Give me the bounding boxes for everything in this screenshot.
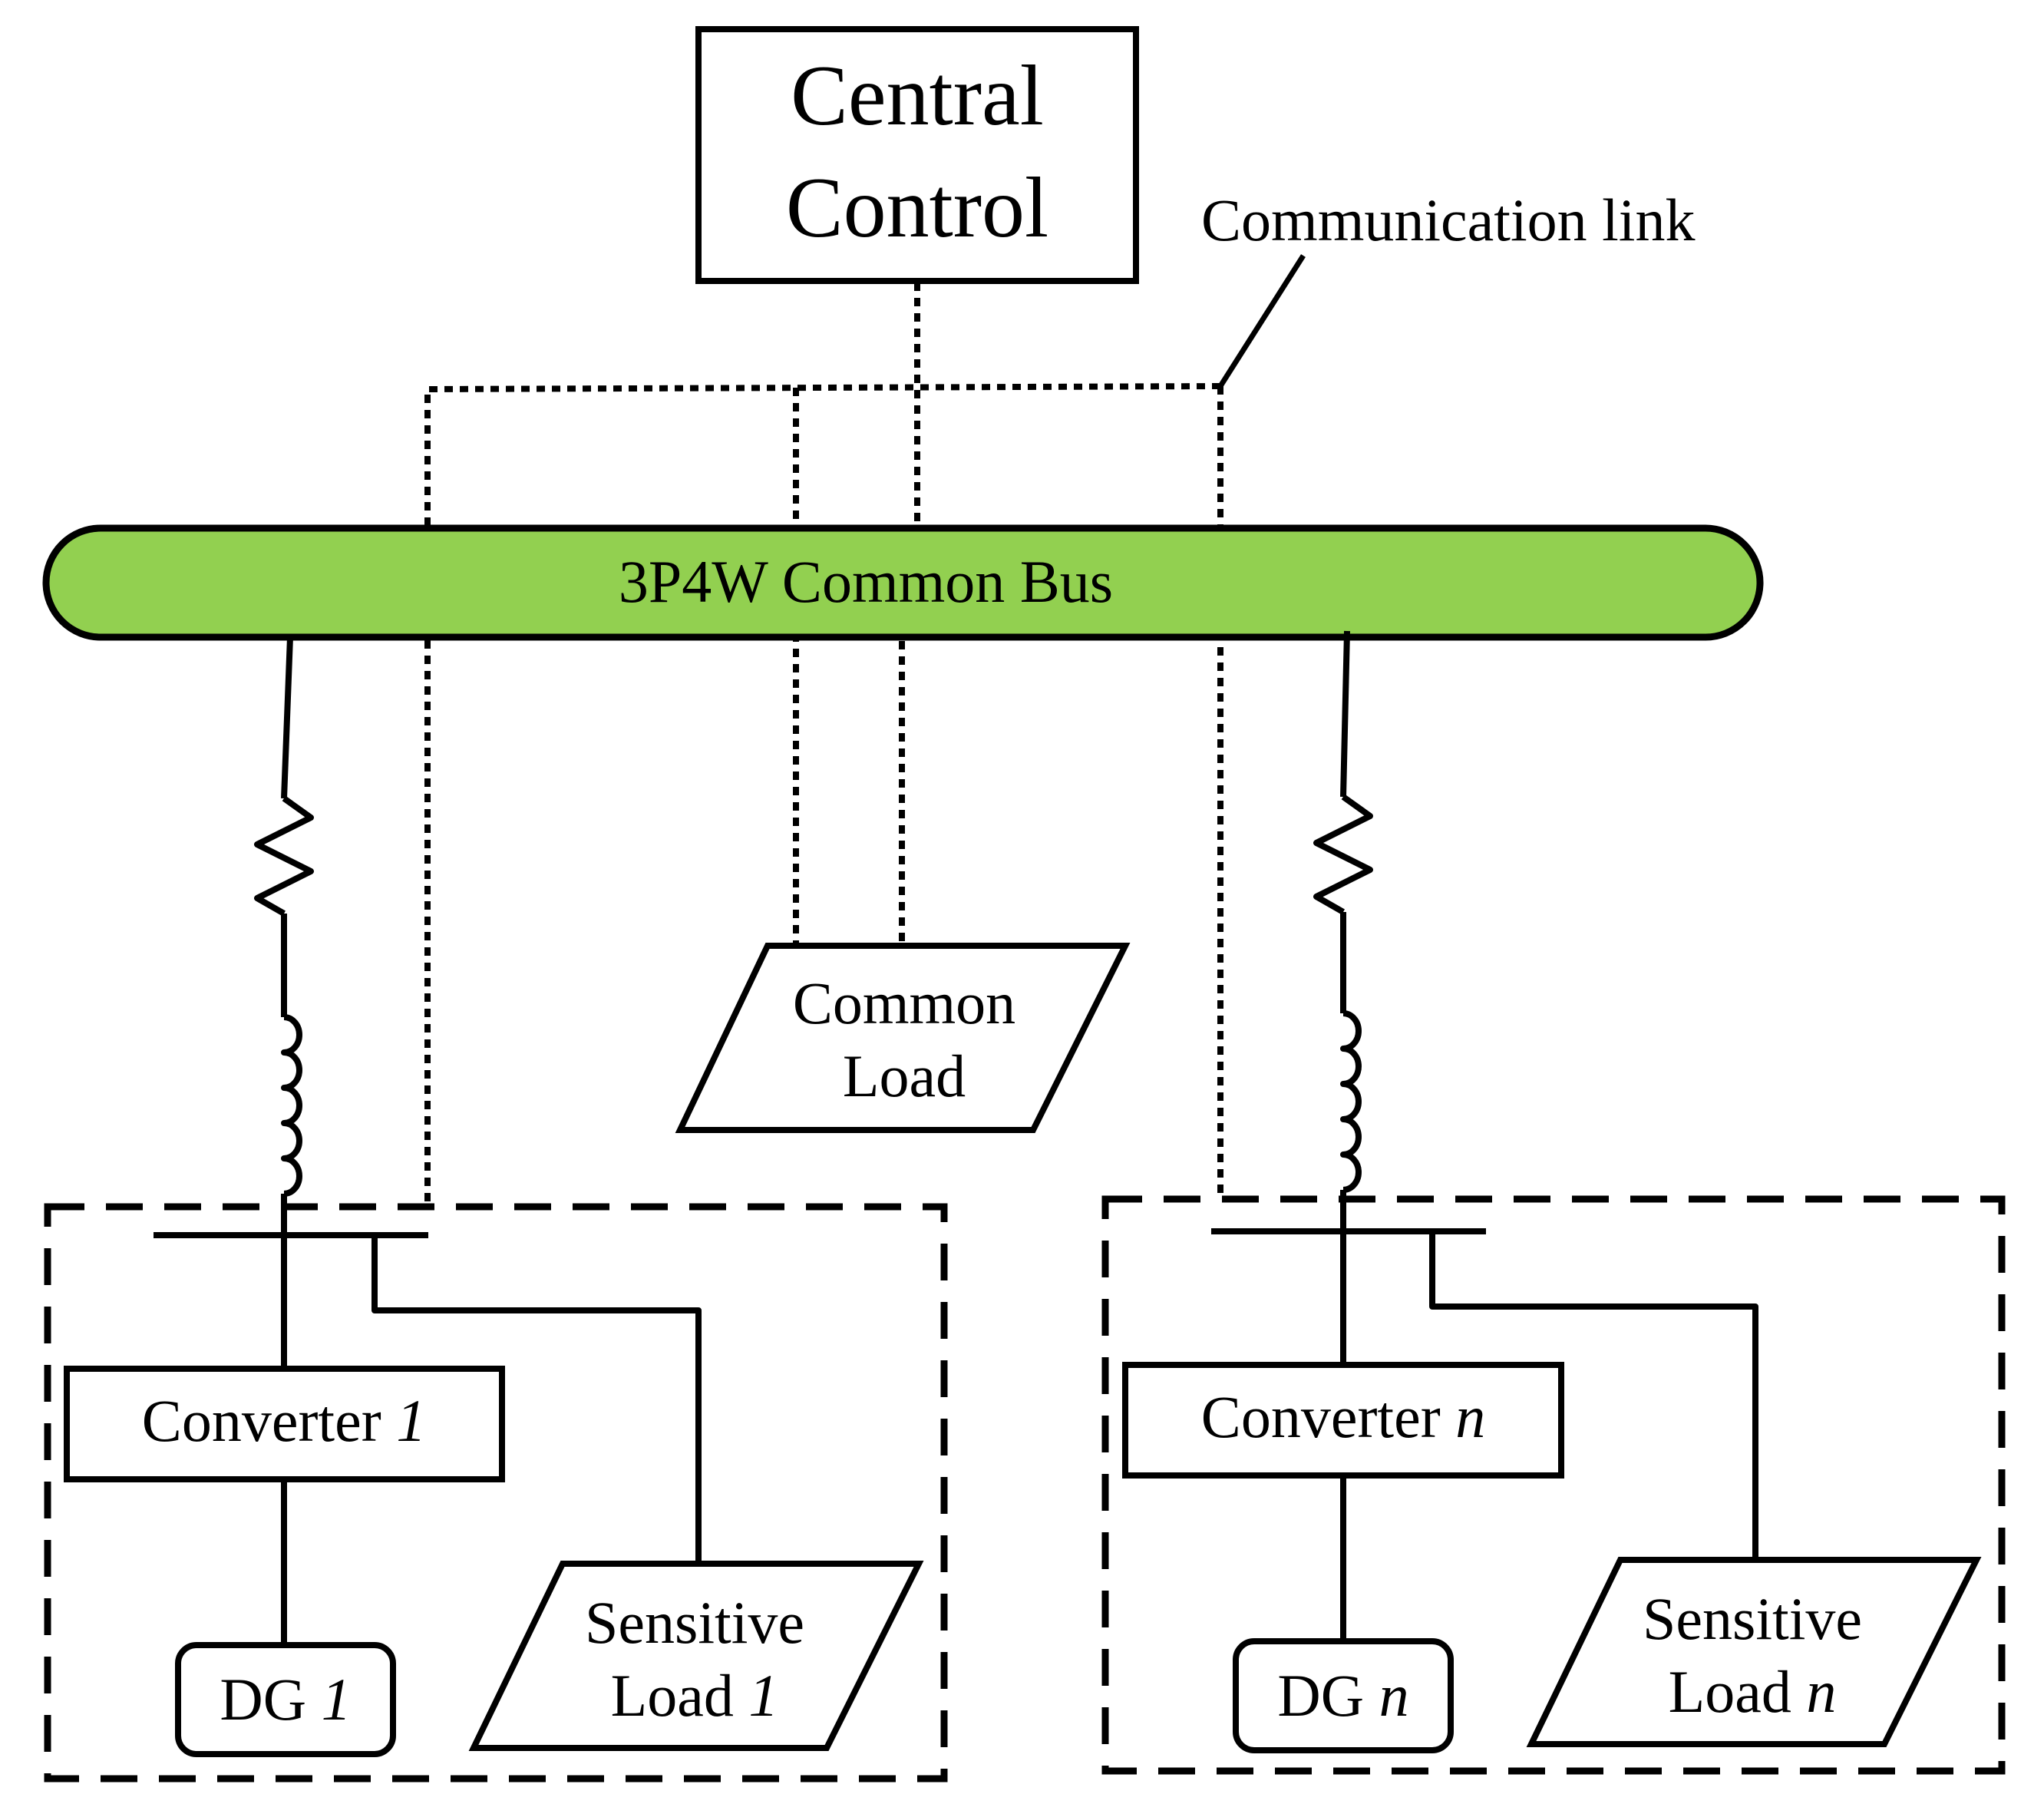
common-bus	[42, 524, 1764, 641]
unit-n-inductor	[1340, 1010, 1362, 1193]
sensitive-load-n-label-line2: Load n	[1669, 1658, 1837, 1725]
unit-n-feeder-wire	[1340, 630, 1350, 798]
unit-1-inductor	[281, 1014, 302, 1197]
converter-n-prefix: Converter	[1201, 1383, 1455, 1450]
communication-link-label: Communication link	[1201, 187, 1695, 253]
converter-1-index: 1	[396, 1387, 426, 1454]
converter-n-box	[1122, 1362, 1564, 1479]
sensitive-load-n-line2-prefix: Load	[1669, 1658, 1807, 1725]
sensitive-load-n-label-line1: Sensitive	[1643, 1585, 1862, 1652]
dg-n-box	[1233, 1638, 1454, 1753]
unit-1-wire-to-sensitive-load	[371, 1235, 702, 1564]
converter-n-index: n	[1455, 1383, 1485, 1450]
dg-1-box	[175, 1642, 396, 1757]
dg-1-prefix: DG	[220, 1666, 321, 1733]
unit-n-wire-to-sensitive-load	[1429, 1231, 1758, 1560]
dg-n-prefix: DG	[1277, 1662, 1379, 1729]
sensitive-load-1-label-line2: Load 1	[611, 1662, 779, 1729]
central-control-box	[695, 26, 1139, 284]
central-control-label-line1: Central	[791, 48, 1044, 144]
common-bus-label: 3P4W Common Bus	[619, 548, 1113, 615]
common-load-label-line2: Load	[843, 1042, 966, 1109]
converter-1-label: Converter 1	[142, 1387, 426, 1454]
sensitive-load-1-shape	[468, 1561, 924, 1751]
unit-1-resistor	[254, 795, 314, 917]
sensitive-load-n-index: n	[1806, 1658, 1836, 1725]
sensitive-load-1-label-line1: Sensitive	[585, 1589, 804, 1656]
unit-n-enclosure	[1101, 1195, 2006, 1775]
sensitive-load-1-line2-prefix: Load	[611, 1662, 749, 1729]
unit-n-power-path	[1211, 630, 1758, 1641]
common-load-shape	[675, 943, 1131, 1133]
converter-1-box	[64, 1366, 505, 1482]
sensitive-load-n-shape	[1526, 1557, 1982, 1747]
dg-1-label: DG 1	[220, 1666, 351, 1733]
unit-1-feeder-wire	[281, 636, 293, 799]
dg-n-index: n	[1379, 1662, 1409, 1729]
converter-n-label: Converter n	[1201, 1383, 1485, 1450]
communication-link-leader	[1218, 254, 1306, 388]
comm-link-to-unit-1	[424, 383, 1221, 1208]
unit-1-enclosure	[44, 1203, 948, 1783]
dg-1-index: 1	[322, 1666, 352, 1733]
sensitive-load-1-index: 1	[748, 1662, 778, 1729]
dg-n-label: DG n	[1277, 1662, 1408, 1729]
communication-links	[424, 282, 1223, 1208]
unit-n-resistor	[1313, 794, 1373, 915]
unit-1-power-path	[154, 636, 702, 1645]
common-load-label-line1: Common	[793, 970, 1015, 1036]
converter-1-prefix: Converter	[142, 1387, 396, 1454]
central-control-label-line2: Control	[786, 160, 1048, 256]
